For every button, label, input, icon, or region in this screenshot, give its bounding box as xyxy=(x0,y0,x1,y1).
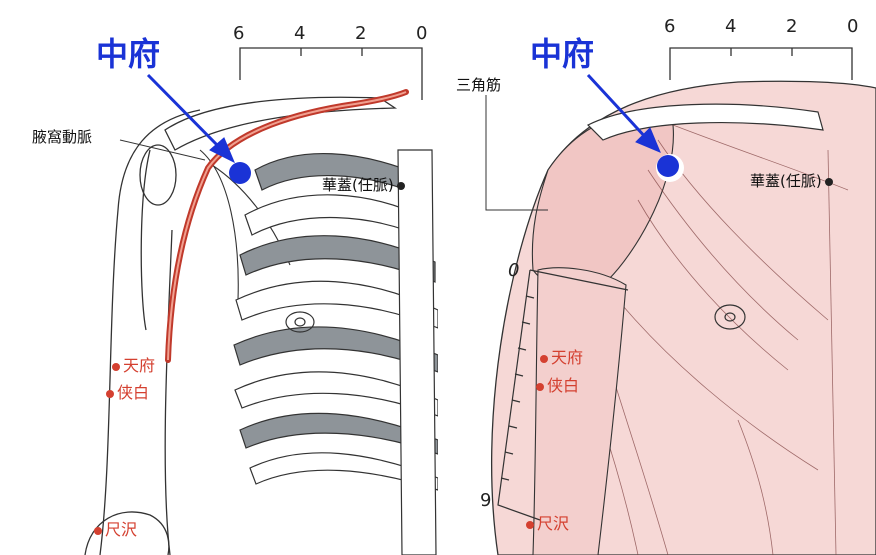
arm-bone xyxy=(84,109,201,555)
acupoint-dot xyxy=(106,389,114,398)
acupoint-dot xyxy=(526,520,534,529)
acupoint-dot xyxy=(540,354,548,363)
acupoint-label: 天府 xyxy=(540,350,583,366)
skeleton-drawing xyxy=(84,47,438,555)
zhongfu-point xyxy=(229,162,251,184)
point-title: 中府 xyxy=(530,35,595,73)
scale-bracket xyxy=(669,47,853,80)
scale-label-4: 4 xyxy=(725,16,737,37)
muscle-diagram: 中府 6 4 2 0 三角筋 華蓋(任脈) 0 9 天府 侠白 尺沢 xyxy=(438,0,876,555)
acupoint-label: 尺沢 xyxy=(526,516,569,532)
point-arrow xyxy=(146,73,235,164)
acupoint-label: 尺沢 xyxy=(94,522,137,538)
scale-label-6: 6 xyxy=(233,23,245,44)
ren-point-dot xyxy=(396,181,405,190)
scale-label-4: 4 xyxy=(294,23,306,44)
acupoint-dot xyxy=(536,382,544,391)
acupoint-dot xyxy=(112,362,120,371)
deltoid-label: 三角筋 xyxy=(456,76,502,94)
arm-scale-bottom: 9 xyxy=(480,490,492,511)
scale-label-2: 2 xyxy=(786,16,798,37)
clavicle xyxy=(586,103,824,141)
muscle-drawing xyxy=(485,47,876,555)
ren-point-dot xyxy=(824,177,833,186)
zhongfu-point xyxy=(657,155,679,177)
acupoint-label: 天府 xyxy=(112,358,155,374)
acupoint-label: 侠白 xyxy=(106,385,149,401)
skeleton-diagram: 中府 6 4 2 0 腋窩動脈 華蓋(任脈) 天府 侠白 尺沢 xyxy=(32,23,438,555)
scale-label-0: 0 xyxy=(847,16,859,37)
clavicle xyxy=(164,96,398,151)
arm-scale xyxy=(497,269,629,521)
artery-label: 腋窩動脈 xyxy=(32,128,93,146)
scale-label-2: 2 xyxy=(355,23,367,44)
acupoint-label: 侠白 xyxy=(536,378,579,394)
scale-label-0: 0 xyxy=(416,23,428,44)
scale-label-6: 6 xyxy=(664,16,676,37)
ren-point-label: 華蓋(任脈) xyxy=(750,174,833,189)
point-arrow xyxy=(586,73,661,153)
acupoint-dot xyxy=(94,526,102,535)
ren-point-label: 華蓋(任脈) xyxy=(322,178,405,193)
point-title: 中府 xyxy=(96,35,161,73)
arm-scale-top: 0 xyxy=(508,260,520,281)
scale-bracket xyxy=(239,47,423,100)
rib-cage xyxy=(233,153,438,491)
